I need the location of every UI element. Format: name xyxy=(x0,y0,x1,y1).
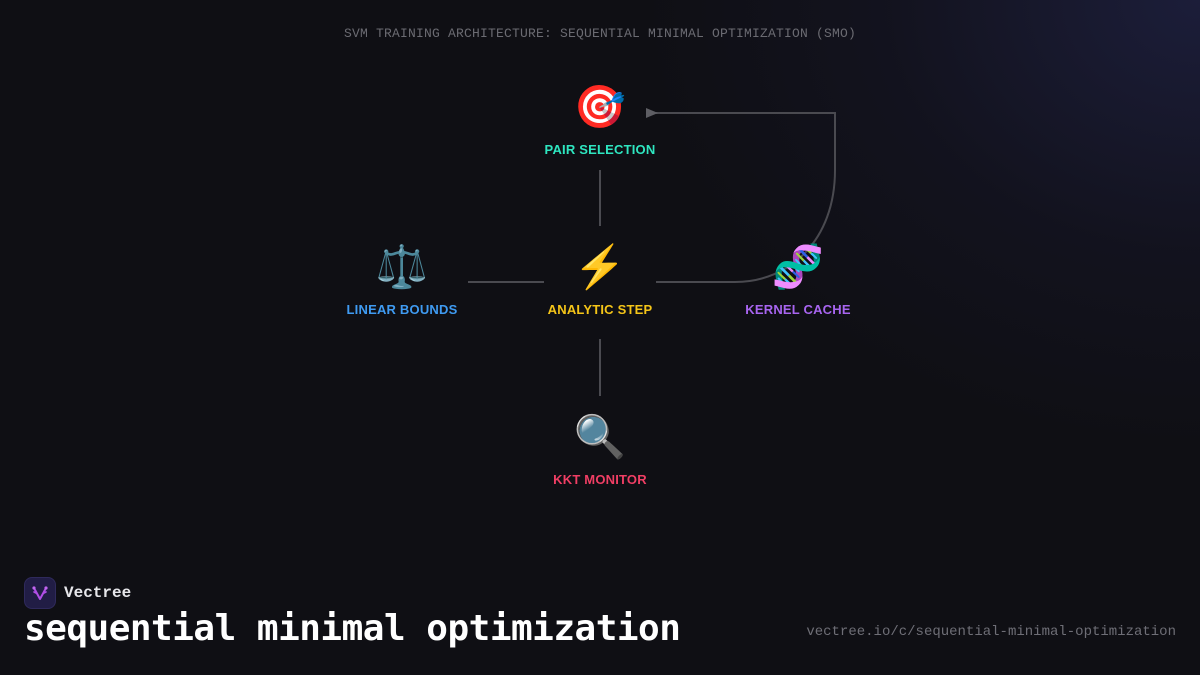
node-pair-selection[interactable]: 🎯 PAIR SELECTION xyxy=(520,82,680,157)
node-label: KKT MONITOR xyxy=(553,472,647,487)
node-kernel-cache[interactable]: 🧬 KERNEL CACHE xyxy=(718,242,878,317)
diagram-title: SVM TRAINING ARCHITECTURE: SEQUENTIAL MI… xyxy=(343,26,857,41)
node-label: LINEAR BOUNDS xyxy=(346,302,458,317)
magnifier-icon: 🔍 xyxy=(573,413,627,460)
node-kkt-monitor[interactable]: 🔍 KKT MONITOR xyxy=(520,412,680,487)
dna-icon: 🧬 xyxy=(771,243,825,290)
node-linear-bounds[interactable]: ⚖️ LINEAR BOUNDS xyxy=(322,242,482,317)
balance-scale-icon: ⚖️ xyxy=(375,243,429,290)
node-analytic-step[interactable]: ⚡ ANALYTIC STEP xyxy=(520,242,680,317)
lightning-icon: ⚡ xyxy=(573,243,627,290)
node-label: KERNEL CACHE xyxy=(745,302,851,317)
brand-name: Vectree xyxy=(64,584,132,602)
brand[interactable]: Vectree xyxy=(24,577,131,609)
node-label: PAIR SELECTION xyxy=(544,142,656,157)
page-heading: sequential minimal optimization xyxy=(24,608,681,649)
node-label: ANALYTIC STEP xyxy=(547,302,653,317)
vectree-logo-icon xyxy=(24,577,56,609)
edge-analytic-to-kernel-loop xyxy=(646,108,836,283)
target-icon: 🎯 xyxy=(573,83,627,130)
page-url-link[interactable]: vectree.io/c/sequential-minimal-optimiza… xyxy=(806,624,1176,640)
